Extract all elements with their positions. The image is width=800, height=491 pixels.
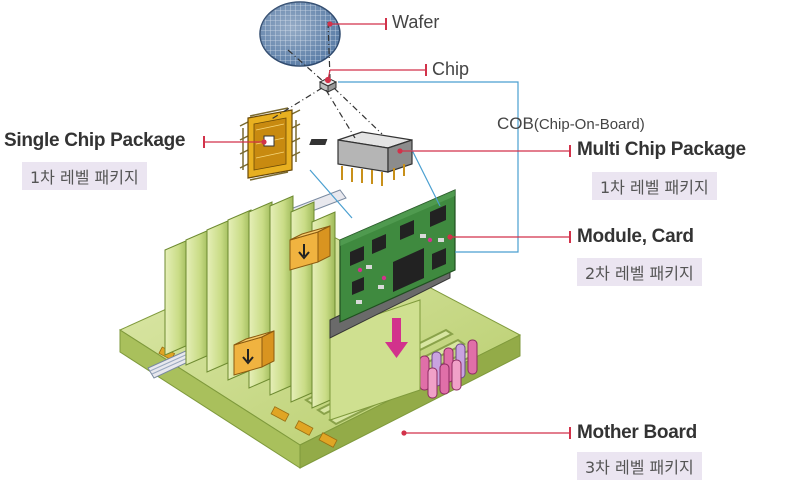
single-chip-package-icon [239,107,301,181]
multi-chip-package-icon [309,131,413,186]
wafer-label: Wafer [392,12,440,32]
cooling-box-upper [289,225,331,271]
cob-label-sub: (Chip-On-Board) [533,116,645,133]
multi-chip-package-label: Multi Chip Package [577,139,746,160]
cob-label-main: COB [497,114,534,133]
cob-label: COB(Chip-On-Board) [497,114,645,134]
module-card-icon [329,189,456,339]
module-card-level-badge: 2차 레벨 패키지 [577,258,702,286]
mother-board-level-badge: 3차 레벨 패키지 [577,452,702,480]
multi-chip-level-badge: 1차 레벨 패키지 [592,172,717,200]
chip-label: Chip [432,59,470,79]
down-arrow-icon [385,318,408,358]
module-card-label: Module, Card [577,226,694,247]
wafer-icon [259,1,341,67]
single-chip-level-badge: 1차 레벨 패키지 [22,162,147,190]
capacitor-group [419,339,478,399]
single-chip-package-label: Single Chip Package [4,130,186,151]
mother-board-label: Mother Board [577,422,697,443]
cooling-box-lower [233,330,275,376]
